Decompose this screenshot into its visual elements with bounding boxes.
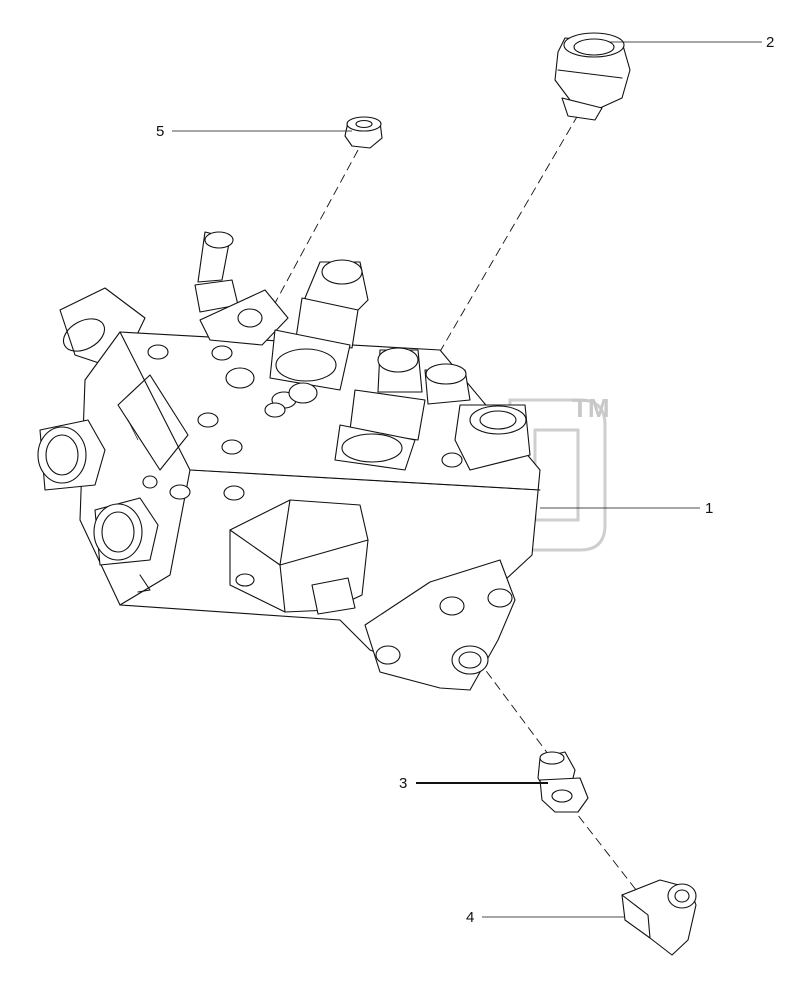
callout-4: 4 (466, 909, 474, 926)
cartridge-cap (424, 363, 471, 405)
callout-1: 1 (705, 500, 713, 517)
callouts: 1 2 3 4 5 (156, 34, 774, 926)
fitting-right-front (454, 404, 531, 471)
part-5-plug (344, 116, 383, 149)
cartridge-right (334, 347, 426, 471)
callout-3: 3 (399, 775, 407, 792)
callout-2: 2 (766, 34, 774, 51)
part-4-elbow (621, 879, 697, 956)
valve-block (37, 231, 541, 691)
port-a-lower (93, 497, 159, 566)
callout-5: 5 (156, 123, 164, 140)
part-3-adapter (537, 751, 589, 813)
leader-lines (172, 41, 762, 918)
assembly-lines (254, 114, 641, 896)
part-2-union-fitting (554, 32, 631, 121)
port-a-upper (37, 419, 106, 491)
block-screws (142, 344, 463, 501)
cartridge-left (269, 259, 369, 391)
watermark-tm: TM (572, 393, 610, 423)
solenoid-box (229, 499, 369, 615)
lower-bracket (364, 559, 516, 691)
